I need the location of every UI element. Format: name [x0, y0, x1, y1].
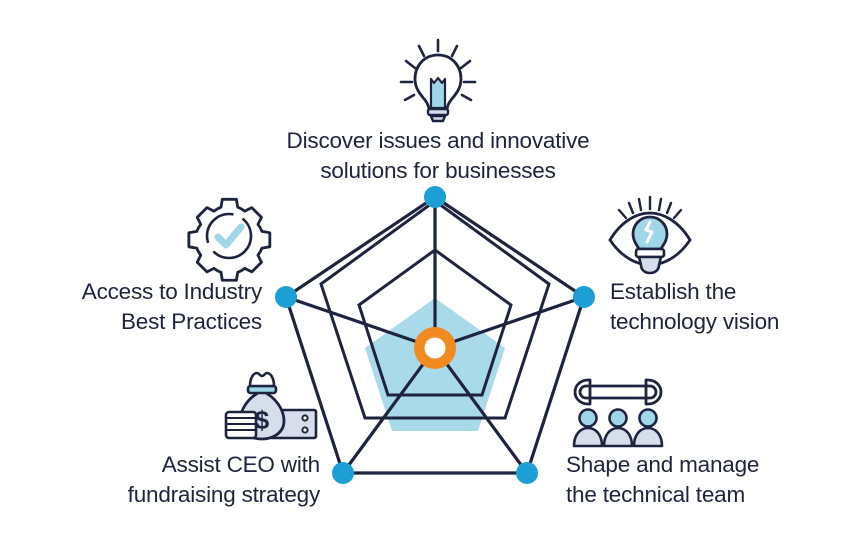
eye-lightbulb-vision-icon	[608, 195, 692, 275]
label-fundraising: Assist CEO with fundraising strategy	[127, 452, 321, 507]
bulb-ray-tr	[450, 44, 459, 58]
bulb-base-1	[426, 107, 450, 117]
bulb-ray-tl	[417, 44, 426, 58]
radar-vertex-dot-left[interactable]	[275, 286, 297, 308]
team-person-1	[572, 408, 604, 448]
radar-spokes	[285, 197, 585, 474]
label-best-practices: Access to Industry Best Practices	[81, 279, 262, 334]
label-technical-team: Shape and manage the technical team	[566, 452, 760, 507]
vision-ray-4	[627, 201, 635, 215]
bulb-ray-l	[404, 59, 417, 70]
radar-ring-2	[319, 199, 551, 420]
label-technology-vision: Establish the technology vision	[610, 279, 780, 334]
radar-spoke-left	[285, 295, 436, 350]
eye-outline-upper	[608, 211, 692, 242]
vision-ray-6	[617, 208, 628, 220]
money-bag-icon: $	[224, 371, 318, 441]
radar-spoke-bottom-right	[433, 347, 529, 474]
radar-ring-3	[284, 195, 586, 475]
radar-vertex-dot-right[interactable]	[573, 286, 595, 308]
bulb-ray-br	[460, 93, 473, 102]
radar-vertex-dot-top[interactable]	[424, 186, 446, 208]
vision-bulb-highlight	[644, 220, 654, 244]
radar-web	[275, 186, 595, 484]
vision-bulb-base	[637, 255, 663, 275]
radar-vertex-dot-bottom-left[interactable]	[332, 462, 354, 484]
gear-checkmark-icon	[187, 197, 272, 282]
checkmark	[214, 223, 245, 249]
bulb-ray-bl	[403, 93, 416, 102]
lightbulb-icon	[399, 38, 477, 123]
team-person-3	[632, 408, 664, 448]
radar-vertex-dots	[275, 186, 595, 484]
banknote-dot-1	[301, 414, 309, 422]
team-person-2	[602, 408, 634, 448]
radar-spoke-bottom-left	[341, 347, 437, 474]
vision-ray-2	[637, 197, 643, 212]
vision-ray-7	[672, 208, 683, 220]
wrench-team-icon	[572, 378, 664, 448]
label-discover-issues: Discover issues and innovative solutions…	[286, 128, 590, 183]
coin-stack	[224, 410, 258, 440]
bulb-base-2	[429, 114, 447, 123]
bulb-filament-fill	[429, 76, 447, 110]
dollar-sign: $	[255, 405, 270, 435]
bulb-ray-r	[459, 59, 472, 70]
wrench	[573, 378, 663, 406]
banknote-dot-2	[301, 426, 309, 434]
money-bag-neck	[248, 371, 276, 388]
vision-ray-3	[657, 197, 663, 212]
radar-spoke-right	[434, 295, 585, 350]
radar-ring-1	[357, 248, 513, 397]
vision-ray-5	[665, 201, 673, 215]
radar-center-hole	[424, 337, 446, 359]
radar-vertex-dot-bottom-right[interactable]	[516, 462, 538, 484]
